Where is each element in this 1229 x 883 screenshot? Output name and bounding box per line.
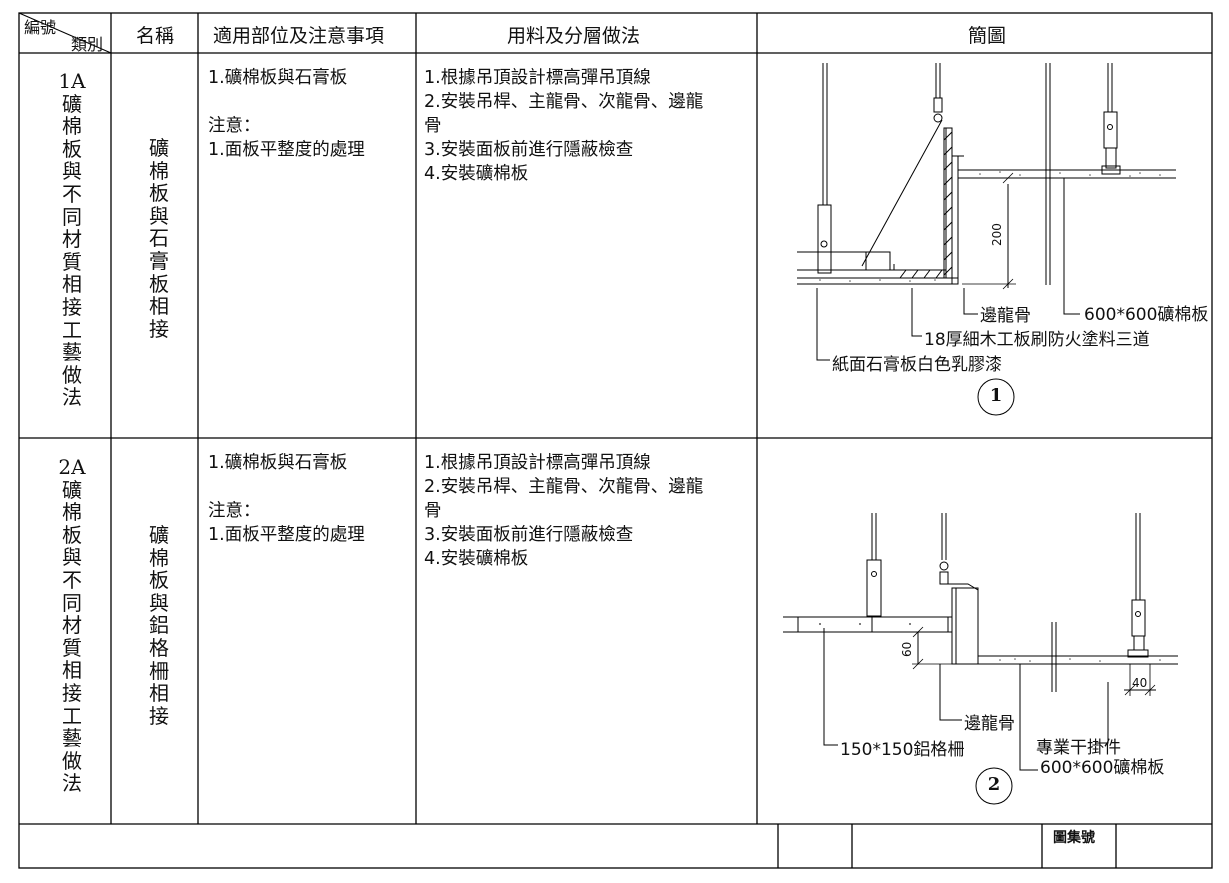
row2-name: 礦 棉 板 與 鋁 格 柵 相 接 [145,524,173,727]
row1-category-char: 棉 [62,114,82,139]
row2-name-char: 板 [149,568,169,593]
row2-material-line: 2.安裝吊桿、主龍骨、次龍骨、邊龍 [424,477,704,497]
row2-category-char: 礦 [62,477,82,502]
row2-category-char: 與 [62,545,82,570]
row1-materials: 1.根據吊頂設計標高彈吊頂線 2.安裝吊桿、主龍骨、次龍骨、邊龍 骨 3.安裝面… [424,66,703,186]
header-materials: 用料及分層做法 [507,25,641,47]
row2-dimension-b: 40 [1132,676,1148,690]
row2-category-char: 接 [62,680,82,705]
row1-category-char: 法 [62,385,82,410]
row2-detail-number: 2 [987,774,1001,795]
row2-category-char: 同 [62,590,82,615]
row1-category-char: 質 [62,249,82,274]
row2-code: 2A [58,455,86,479]
row2-material-line: 3.安裝面板前進行隱蔽檢查 [424,525,634,545]
row1-name-char: 石 [149,226,169,251]
row2-category-char: 不 [62,567,82,592]
row1-name-char: 板 [149,181,169,206]
header-name: 名稱 [136,25,175,47]
row2-category-char: 做 [62,748,82,773]
row2-category-char: 材 [62,613,82,638]
row1-category-char: 藝 [62,340,82,365]
row1-name: 礦 棉 板 與 石 膏 板 相 接 [145,137,173,340]
row2-material-line: 4.安裝礦棉板 [424,549,529,569]
header-location-notes: 適用部位及注意事項 [213,25,385,47]
row2-notes: 1.礦棉板與石膏板 注意： 1.面板平整度的處理 [208,451,365,547]
row2-name-char: 接 [149,703,169,728]
row2-dimension-a: 60 [900,641,914,657]
row2-label-hanger: 專業干掛件 [1036,738,1121,758]
drawing-set-number-label: 圖集號 [1053,830,1095,846]
row1-category-char: 接 [62,294,82,319]
row1-category-char: 礦 [62,91,82,116]
row2-category-char: 相 [62,658,82,683]
row1-name-char: 板 [149,271,169,296]
row2-category-char: 藝 [62,726,82,751]
row1-label-gypsum: 紙面石膏板白色乳膠漆 [832,355,1002,375]
row1-category-char: 與 [62,159,82,184]
row2-category-char: 法 [62,771,82,796]
row1-material-line: 骨 [424,116,442,136]
row1-name-char: 相 [149,294,169,319]
row1-note-line: 注意： [208,116,261,136]
header-category-label: 類別 [71,35,104,54]
row1-notes: 1.礦棉板與石膏板 注意： 1.面板平整度的處理 [208,66,365,162]
row1-note-line: 1.面板平整度的處理 [208,140,365,160]
row1-name-char: 膏 [149,248,169,273]
row2-name-char: 與 [149,590,169,615]
row1-material-line: 4.安裝礦棉板 [424,164,529,184]
row1-note-line: 1.礦棉板與石膏板 [208,68,348,88]
row2-category-char: 工 [62,703,82,728]
row1-material-line: 1.根據吊頂設計標高彈吊頂線 [424,68,651,88]
row1-category-char: 做 [62,362,82,387]
row2-label-mineral-board: 600*600礦棉板 [1040,758,1165,778]
header-diagram: 簡圖 [968,25,1007,47]
row2-name-char: 格 [149,635,169,660]
row1-label-mineral-board: 600*600礦棉板 [1084,305,1209,325]
row1-category-char: 相 [62,272,82,297]
row2-material-line: 骨 [424,501,442,521]
row1-material-line: 3.安裝面板前進行隱蔽檢查 [424,140,634,160]
row2-category: 2A 礦 棉 板 與 不 同 材 質 相 接 工 藝 做 法 [58,456,86,795]
row1-category-char: 不 [62,181,82,206]
row1-category: 1A 礦 棉 板 與 不 同 材 質 相 接 工 藝 做 法 [58,70,86,409]
row1-material-line: 2.安裝吊桿、主龍骨、次龍骨、邊龍 [424,92,704,112]
header-number-label: 編號 [24,18,57,37]
row1-name-char: 礦 [149,136,169,160]
row2-label-edge-keel: 邊龍骨 [964,714,1015,734]
row1-name-char: 接 [149,316,169,341]
row2-category-char: 質 [62,635,82,660]
row2-name-char: 相 [149,681,169,706]
row1-category-char: 材 [62,227,82,252]
row2-note-line: 1.面板平整度的處理 [208,525,365,545]
row1-code: 1A [58,69,86,93]
row2-category-char: 棉 [62,500,82,525]
row1-detail-number: 1 [989,385,1003,406]
row2-material-line: 1.根據吊頂設計標高彈吊頂線 [424,453,651,473]
row1-label-plywood: 18厚細木工板刷防火塗料三道 [924,330,1150,350]
row2-name-char: 柵 [149,658,169,683]
row2-note-line: 1.礦棉板與石膏板 [208,453,348,473]
row1-name-char: 與 [149,203,169,228]
row1-label-edge-keel: 邊龍骨 [980,306,1031,326]
row1-category-char: 工 [62,317,82,342]
row1-name-char: 棉 [149,158,169,183]
row2-category-char: 板 [62,522,82,547]
row2-name-char: 鋁 [149,613,169,638]
row1-category-char: 板 [62,136,82,161]
row1-category-char: 同 [62,204,82,229]
row2-name-char: 棉 [149,545,169,570]
row2-note-line: 注意： [208,501,261,521]
row2-name-char: 礦 [149,523,169,547]
row2-label-grille: 150*150鋁格柵 [840,740,965,760]
row2-materials: 1.根據吊頂設計標高彈吊頂線 2.安裝吊桿、主龍骨、次龍骨、邊龍 骨 3.安裝面… [424,451,703,571]
